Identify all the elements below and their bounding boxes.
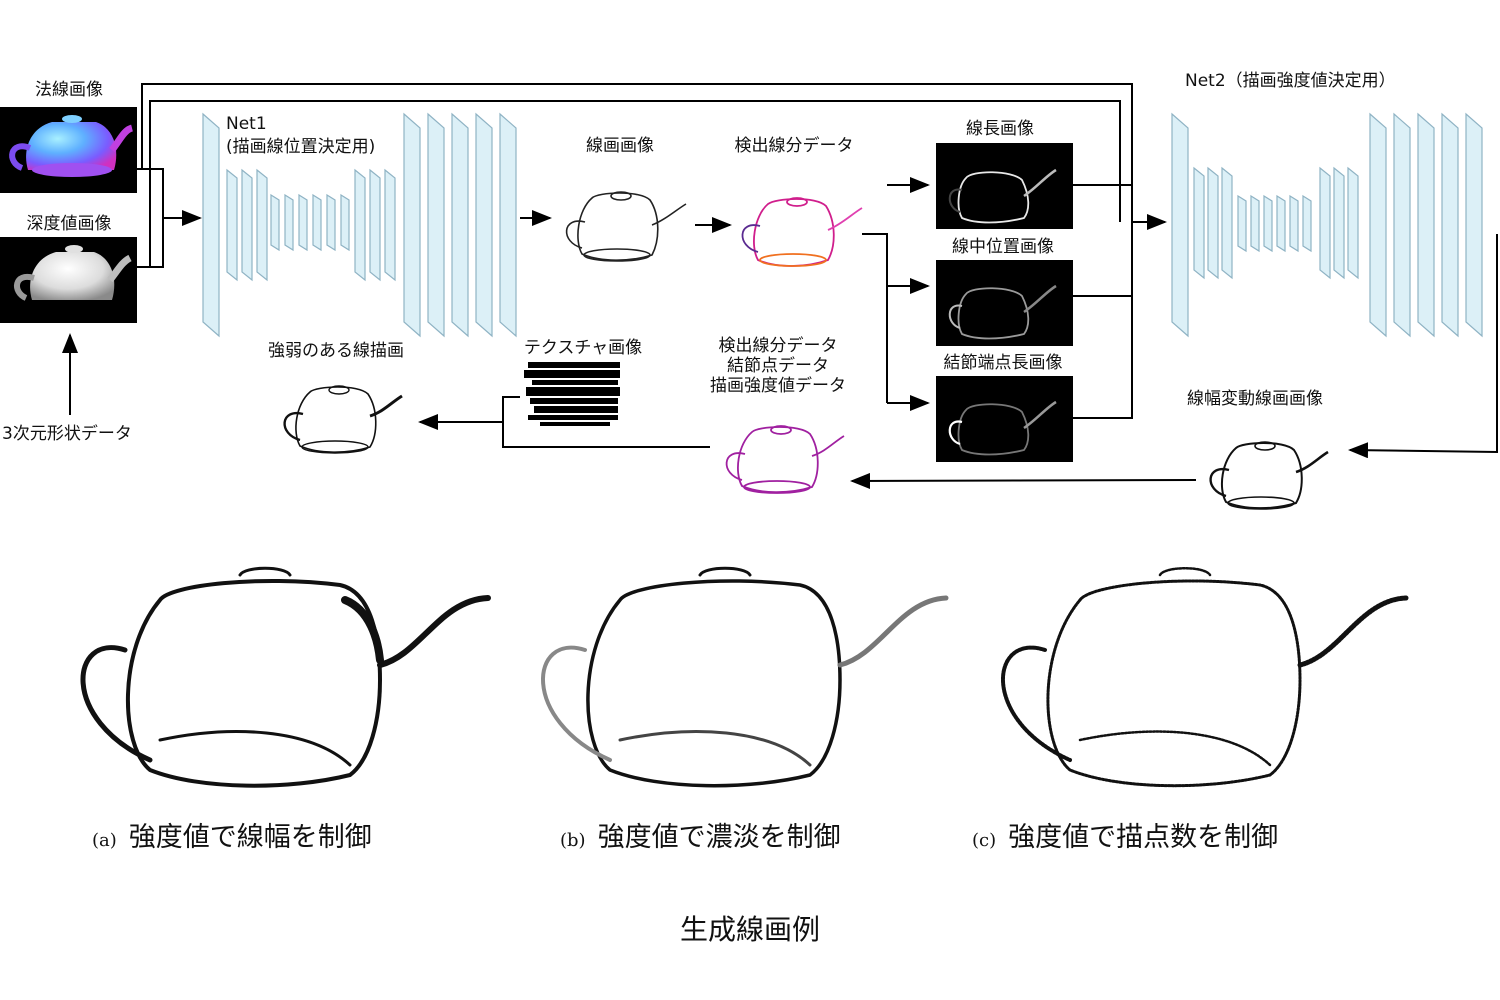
example-c-teapot bbox=[1001, 567, 1409, 788]
width-varied-teapot bbox=[1209, 441, 1329, 510]
arrow-net2-out bbox=[1348, 234, 1498, 459]
weighted-drawing-label: 強弱のある線描画 bbox=[268, 341, 404, 361]
shape-data-label: 3次元形状データ bbox=[2, 424, 132, 444]
texture-connector bbox=[418, 396, 710, 448]
example-a-teapot bbox=[80, 566, 491, 788]
line-center-image bbox=[936, 260, 1073, 346]
normal-image-label: 法線画像 bbox=[35, 80, 103, 100]
example-c-caption: (c) 強度値で描点数を制御 bbox=[972, 822, 1278, 857]
combined-data-line-2: 結節点データ bbox=[727, 356, 829, 376]
line-center-label: 線中位置画像 bbox=[952, 237, 1054, 257]
line-length-label: 線長画像 bbox=[966, 119, 1034, 139]
example-a-marker: (a) bbox=[92, 830, 117, 851]
combined-data-line-1: 検出線分データ bbox=[718, 336, 838, 356]
example-c-marker: (c) bbox=[972, 830, 997, 851]
combined-data-teapot bbox=[725, 425, 845, 494]
feature-to-net2-lines bbox=[1073, 184, 1167, 419]
weighted-drawing-teapot bbox=[283, 385, 403, 454]
net1-subtitle: (描画線位置決定用) bbox=[226, 137, 376, 157]
example-a-text: 強度値で線幅を制御 bbox=[128, 822, 372, 853]
line-length-image bbox=[936, 143, 1073, 229]
width-varied-label: 線幅変動線画画像 bbox=[1187, 389, 1323, 409]
line-image-label: 線画画像 bbox=[586, 136, 654, 156]
input-connectors bbox=[62, 83, 1133, 415]
example-a-caption: (a) 強度値で線幅を制御 bbox=[92, 822, 372, 857]
depth-image-label: 深度値画像 bbox=[26, 214, 112, 234]
texture-image bbox=[524, 362, 620, 426]
net2-title: Net2（描画強度値決定用） bbox=[1185, 71, 1396, 91]
figure-footer-title: 生成線画例 bbox=[679, 913, 821, 946]
line-image-teapot bbox=[565, 191, 687, 262]
example-b-text: 強度値で濃淡を制御 bbox=[597, 822, 841, 853]
detected-segments-label: 検出線分データ bbox=[734, 136, 854, 156]
normal-image-thumb bbox=[0, 107, 137, 193]
example-b-marker: (b) bbox=[560, 830, 586, 851]
arrow-to-combined bbox=[850, 472, 1197, 489]
texture-image-label: テクスチャ画像 bbox=[523, 338, 643, 358]
combined-data-line-3: 描画強度値データ bbox=[710, 376, 846, 396]
junction-endpoint-image bbox=[936, 376, 1073, 462]
segment-branch-lines bbox=[862, 177, 930, 411]
net1-title: Net1 bbox=[226, 114, 267, 134]
depth-image-thumb bbox=[0, 237, 137, 323]
junction-endpoint-label: 結節端点長画像 bbox=[943, 353, 1063, 373]
net1-network bbox=[202, 112, 517, 338]
example-b-teapot bbox=[541, 566, 949, 788]
example-b-caption: (b) 強度値で濃淡を制御 bbox=[560, 822, 841, 857]
detected-segments-teapot bbox=[741, 197, 863, 267]
net2-network bbox=[1171, 112, 1483, 338]
example-c-text: 強度値で描点数を制御 bbox=[1008, 822, 1279, 853]
